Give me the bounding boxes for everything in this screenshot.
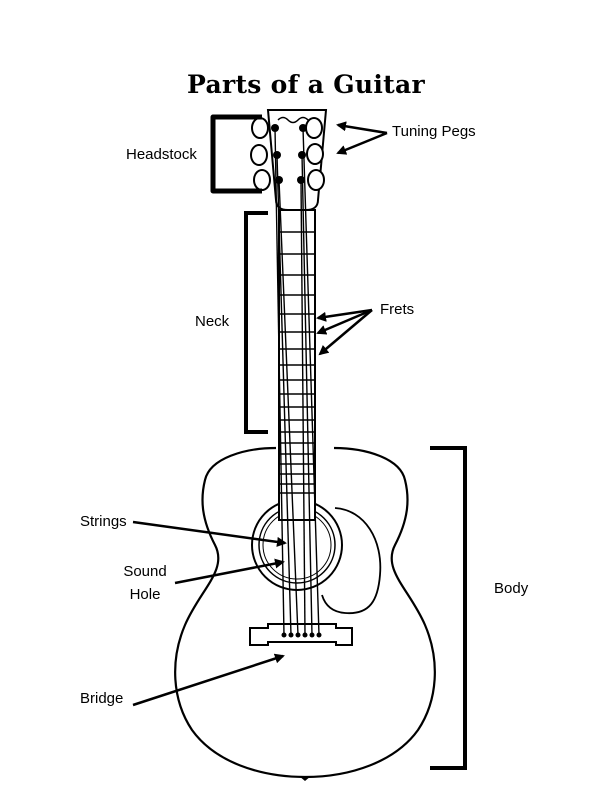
tuning-pegs-arrow-upper — [336, 121, 388, 135]
sound-hole-arrow — [174, 558, 285, 585]
bridge-arrow — [132, 653, 285, 707]
strings-label: Strings — [80, 513, 127, 530]
page-title: Parts of a Guitar — [187, 70, 425, 99]
headstock-bracket — [210, 114, 262, 194]
frets-arrow-lower — [318, 309, 373, 356]
strings-arrow — [132, 520, 287, 547]
frets-label: Frets — [380, 301, 415, 318]
tuning-pegs — [250, 117, 325, 191]
sound-hole-label-line1: Sound — [123, 563, 167, 580]
guitar-strings — [274, 127, 320, 636]
label-arrows — [132, 121, 388, 707]
pickguard — [321, 507, 382, 614]
bridge-label: Bridge — [80, 690, 124, 707]
sound-hole — [262, 510, 332, 580]
headstock-logo — [277, 116, 309, 124]
end-pin — [299, 776, 311, 781]
neck-bracket — [244, 211, 268, 434]
bridge-shape — [249, 623, 353, 646]
body-label: Body — [494, 580, 529, 597]
frets-arrow-middle — [316, 308, 373, 335]
sound-hole-label-line2: Hole — [129, 586, 161, 603]
frets-arrow-upper — [316, 308, 373, 322]
tuning-pegs-arrow-lower — [336, 131, 388, 155]
headstock-label: Headstock — [126, 146, 197, 163]
body-bracket — [430, 446, 467, 770]
neck-label: Neck — [195, 313, 230, 330]
tuning-pegs-label: Tuning Pegs — [392, 123, 476, 140]
